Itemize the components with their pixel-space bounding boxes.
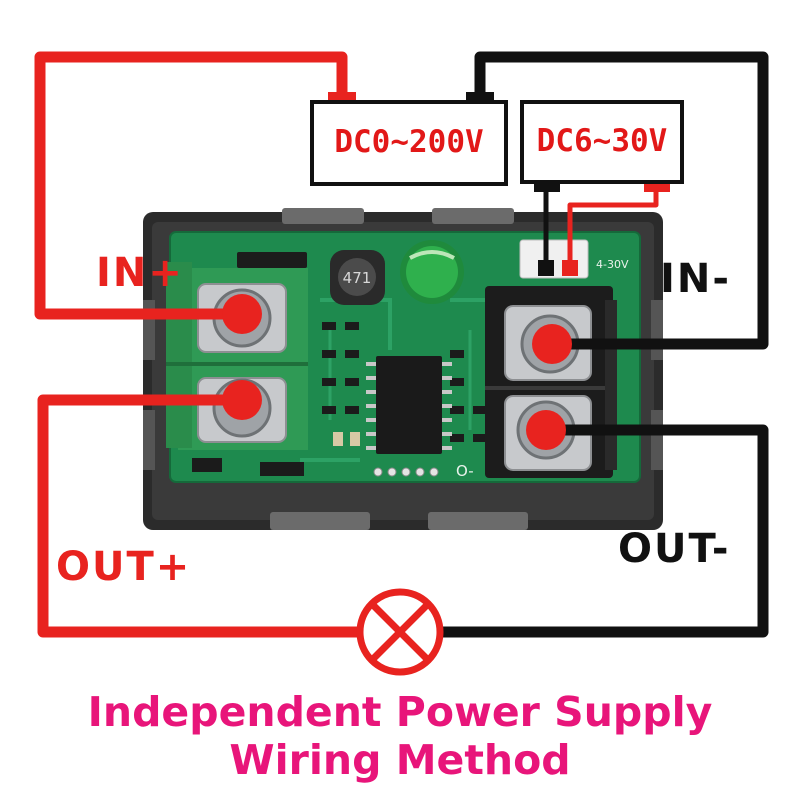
power-range-mark: 4-30V bbox=[596, 258, 629, 271]
terminal-in-plus-dot bbox=[222, 294, 262, 334]
wire-in-plus bbox=[34, 51, 348, 320]
out-mark: O- bbox=[456, 462, 474, 480]
load-lamp-icon bbox=[356, 588, 444, 676]
measured-supply-label: DC0~200V bbox=[334, 124, 484, 160]
in-minus-label: IN- bbox=[660, 256, 731, 302]
power-supply-box bbox=[520, 100, 684, 184]
wire-power-positive bbox=[567, 183, 659, 271]
terminal-out-plus-dot bbox=[222, 380, 262, 420]
out-plus-label: OUT+ bbox=[56, 544, 192, 590]
measured-supply-box bbox=[310, 100, 508, 186]
wire-out-plus bbox=[37, 394, 366, 638]
terminal-in-minus-dot bbox=[532, 324, 572, 364]
wires bbox=[34, 51, 769, 638]
jst-positive-dot bbox=[562, 260, 578, 276]
inductor-mark: 471 bbox=[343, 269, 372, 287]
wire-in-minus bbox=[474, 51, 769, 350]
jst-negative-dot bbox=[538, 260, 554, 276]
terminal-out-minus-dot bbox=[526, 410, 566, 450]
power-supply-label: DC6~30V bbox=[536, 123, 668, 159]
left-terminal-block bbox=[166, 262, 308, 450]
caption-line-1: Independent Power Supply bbox=[87, 688, 713, 736]
caption-line-2: Wiring Method bbox=[229, 736, 571, 784]
wire-out-minus bbox=[434, 424, 769, 638]
in-plus-label: IN+ bbox=[96, 250, 184, 296]
out-minus-label: OUT- bbox=[618, 526, 731, 572]
